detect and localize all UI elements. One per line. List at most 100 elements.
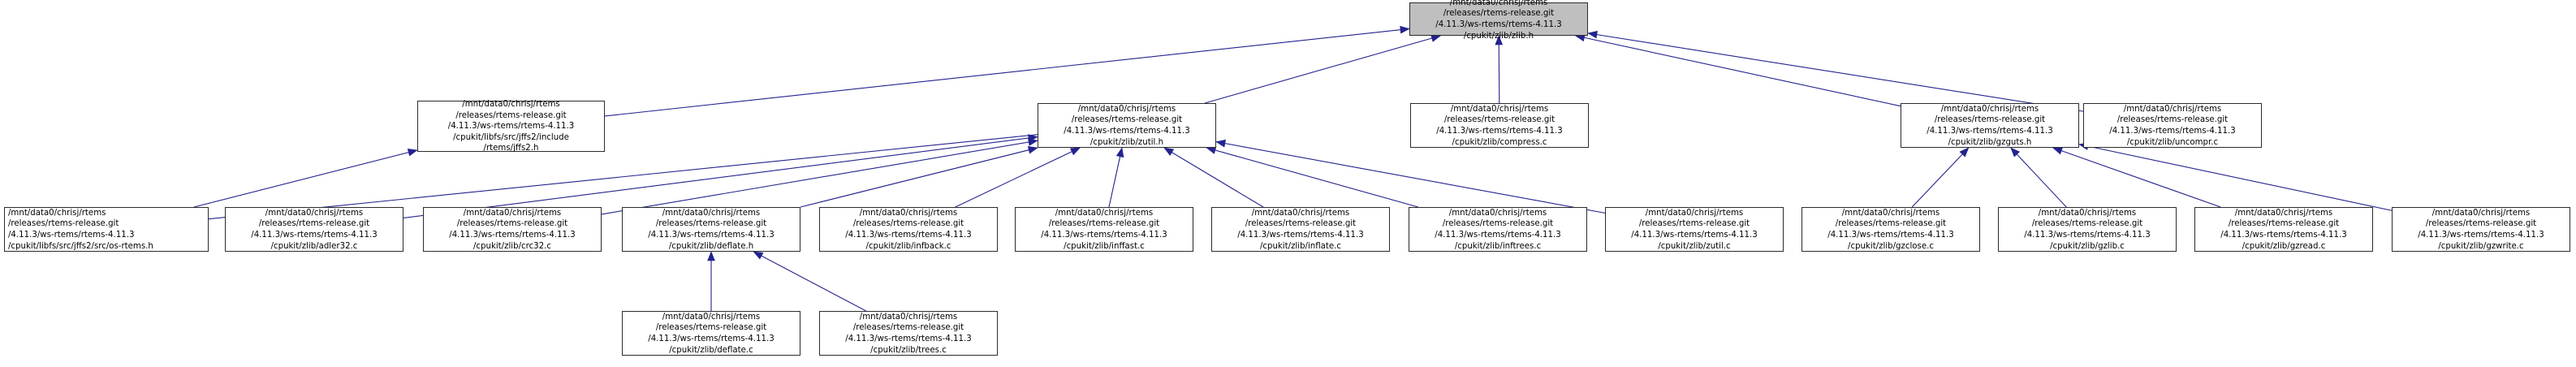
node-label-line: /4.11.3/ws-rtems/rtems-4.11.3 — [648, 335, 775, 343]
graph-edge-arrowhead — [753, 251, 764, 260]
node-label-line: /4.11.3/ws-rtems/rtems-4.11.3 — [8, 231, 135, 240]
graph-node-gzwrite-c[interactable]: /mnt/data0/chrisj/rtems/releases/rtems-r… — [2392, 207, 2570, 252]
node-label-line: /cpukit/zlib/gzlib.c — [2050, 241, 2125, 251]
node-label-line: /releases/rtems-release.git — [455, 110, 567, 120]
graph-edge-arrowhead — [1587, 30, 1598, 39]
node-label-line: /mnt/data0/chrisj/rtems — [463, 208, 562, 218]
graph-edge — [601, 140, 1038, 215]
node-label-line: /mnt/data0/chrisj/rtems — [2431, 208, 2531, 218]
node-label-line: /cpukit/zlib/uncompr.c — [2126, 137, 2219, 147]
graph-edge — [2010, 147, 2067, 208]
node-label-line: /4.11.3/ws-rtems/rtems-4.11.3 — [845, 231, 972, 240]
node-label-line: /mnt/data0/chrisj/rtems — [1450, 104, 1549, 114]
graph-edge — [1575, 35, 1901, 107]
node-label-line: /4.11.3/ws-rtems/rtems-4.11.3 — [648, 231, 775, 240]
node-label-line: /releases/rtems-release.git — [655, 323, 767, 333]
node-label-line: /cpukit/zlib/gzread.c — [2242, 241, 2326, 251]
node-label-line: /rtems/jffs2.h — [483, 144, 539, 153]
node-label-line: /mnt/data0/chrisj/rtems — [1940, 104, 2039, 114]
graph-node-gzread-c[interactable]: /mnt/data0/chrisj/rtems/releases/rtems-r… — [2194, 207, 2373, 252]
node-label-line: /releases/rtems-release.git — [852, 219, 964, 229]
graph-node-trees-c[interactable]: /mnt/data0/chrisj/rtems/releases/rtems-r… — [819, 311, 998, 356]
graph-node-adler32-c[interactable]: /mnt/data0/chrisj/rtems/releases/rtems-r… — [225, 207, 403, 252]
node-label-line: /cpukit/zlib/zutil.c — [1658, 241, 1731, 251]
graph-edge-arrowhead — [1027, 146, 1038, 154]
node-label-line: /mnt/data0/chrisj/rtems — [8, 208, 106, 218]
graph-node-zutil-h[interactable]: /mnt/data0/chrisj/rtems/releases/rtems-r… — [1038, 103, 1216, 148]
node-label-line: /cpukit/libfs/src/jffs2/include — [453, 132, 569, 142]
node-label-line: /4.11.3/ws-rtems/rtems-4.11.3 — [2024, 231, 2151, 240]
node-label-line: /4.11.3/ws-rtems/rtems-4.11.3 — [449, 231, 576, 240]
graph-node-zutil-c[interactable]: /mnt/data0/chrisj/rtems/releases/rtems-r… — [1605, 207, 1784, 252]
graph-node-gzclose-c[interactable]: /mnt/data0/chrisj/rtems/releases/rtems-r… — [1801, 207, 1980, 252]
node-label-line: /releases/rtems-release.git — [2031, 219, 2143, 229]
graph-node-crc32-c[interactable]: /mnt/data0/chrisj/rtems/releases/rtems-r… — [423, 207, 602, 252]
graph-node-inffast-c[interactable]: /mnt/data0/chrisj/rtems/releases/rtems-r… — [1015, 207, 1193, 252]
graph-node-uncompr-c[interactable]: /mnt/data0/chrisj/rtems/releases/rtems-r… — [2083, 103, 2262, 148]
node-label-line: /4.11.3/ws-rtems/rtems-4.11.3 — [1435, 20, 1562, 29]
graph-edge-arrowhead — [1163, 147, 1175, 156]
node-label-line: /releases/rtems-release.git — [258, 219, 370, 229]
node-label-line: /mnt/data0/chrisj/rtems — [1055, 208, 1154, 218]
graph-node-os-rtems-h[interactable]: /mnt/data0/chrisj/rtems/releases/rtems-r… — [4, 207, 209, 252]
node-label-line: /cpukit/zlib/compress.c — [1452, 137, 1547, 147]
node-label-line: /4.11.3/ws-rtems/rtems-4.11.3 — [1436, 127, 1563, 136]
graph-edge-arrowhead — [707, 251, 715, 261]
graph-node-jffs2-h[interactable]: /mnt/data0/chrisj/rtems/releases/rtems-r… — [417, 100, 605, 153]
node-label-line: /4.11.3/ws-rtems/rtems-4.11.3 — [2418, 231, 2544, 240]
node-label-line: /cpukit/zlib/gzguts.h — [1948, 137, 2032, 147]
node-label-line: /mnt/data0/chrisj/rtems — [662, 208, 761, 218]
graph-node-deflate-c[interactable]: /mnt/data0/chrisj/rtems/releases/rtems-r… — [622, 311, 800, 356]
graph-node-gzguts-h[interactable]: /mnt/data0/chrisj/rtems/releases/rtems-r… — [1901, 103, 2079, 148]
graph-edge — [1204, 35, 1441, 104]
node-label-line: /cpukit/libfs/src/jffs2/src/os-rtems.h — [8, 241, 153, 251]
node-label-line: /releases/rtems-release.git — [2425, 219, 2537, 229]
graph-node-zlib-h[interactable]: /mnt/data0/chrisj/rtems/releases/rtems-r… — [1409, 0, 1588, 41]
node-label-line: /cpukit/zlib/deflate.c — [669, 345, 753, 355]
node-label-line: /mnt/data0/chrisj/rtems — [1077, 104, 1176, 114]
node-label-line: /cpukit/zlib/zlib.h — [1463, 31, 1534, 41]
node-label-line: /cpukit/zlib/deflate.h — [668, 241, 754, 251]
node-label-line: /4.11.3/ws-rtems/rtems-4.11.3 — [1631, 231, 1758, 240]
graph-edge — [1911, 147, 1970, 208]
node-label-line: /mnt/data0/chrisj/rtems — [1645, 208, 1744, 218]
graph-edge-arrowhead — [1400, 25, 1410, 34]
node-label-line: /mnt/data0/chrisj/rtems — [1448, 208, 1547, 218]
graph-edge-arrowhead — [1115, 147, 1124, 158]
graph-edge — [1206, 147, 1418, 208]
node-label-line: /cpukit/zlib/inflate.c — [1259, 241, 1342, 251]
node-label-line: /mnt/data0/chrisj/rtems — [2234, 208, 2333, 218]
graph-edge — [1163, 147, 1264, 208]
graph-edge-arrowhead — [1028, 138, 1038, 146]
node-label-line: /mnt/data0/chrisj/rtems — [1841, 208, 1940, 218]
graph-edge — [955, 147, 1081, 208]
node-label-line: /cpukit/zlib/infback.c — [865, 241, 951, 251]
graph-node-compress-c[interactable]: /mnt/data0/chrisj/rtems/releases/rtems-r… — [1410, 103, 1589, 148]
graph-node-deflate-h[interactable]: /mnt/data0/chrisj/rtems/releases/rtems-r… — [622, 207, 800, 252]
graph-edge-arrowhead — [1028, 134, 1038, 142]
graph-node-gzlib-c[interactable]: /mnt/data0/chrisj/rtems/releases/rtems-r… — [1998, 207, 2177, 252]
graph-edge — [800, 147, 1038, 208]
node-label-line: /4.11.3/ws-rtems/rtems-4.11.3 — [1064, 127, 1190, 136]
node-label-line: /mnt/data0/chrisj/rtems — [859, 208, 958, 218]
node-label-line: /cpukit/zlib/gzwrite.c — [2438, 241, 2524, 251]
node-label-line: /4.11.3/ws-rtems/rtems-4.11.3 — [251, 231, 378, 240]
graph-node-infback-c[interactable]: /mnt/data0/chrisj/rtems/releases/rtems-r… — [819, 207, 998, 252]
node-label-line: /releases/rtems-release.git — [1048, 219, 1160, 229]
node-label-line: /cpukit/zlib/inftrees.c — [1454, 241, 1542, 251]
node-label-line: /cpukit/zlib/crc32.c — [473, 241, 551, 251]
graph-edge-arrowhead — [2052, 147, 2064, 155]
node-label-line: /releases/rtems-release.git — [1638, 219, 1750, 229]
graph-node-inflate-c[interactable]: /mnt/data0/chrisj/rtems/releases/rtems-r… — [1211, 207, 1390, 252]
node-label-line: /4.11.3/ws-rtems/rtems-4.11.3 — [2220, 231, 2347, 240]
node-label-line: /releases/rtems-release.git — [8, 219, 119, 229]
node-label-line: /releases/rtems-release.git — [1443, 115, 1556, 125]
node-label-line: /cpukit/zlib/gzclose.c — [1848, 241, 1934, 251]
node-label-line: /releases/rtems-release.git — [1442, 219, 1554, 229]
graph-edge-arrowhead — [1215, 139, 1226, 148]
graph-node-inftrees-c[interactable]: /mnt/data0/chrisj/rtems/releases/rtems-r… — [1409, 207, 1587, 252]
node-label-line: /mnt/data0/chrisj/rtems — [462, 100, 560, 110]
graph-edge — [604, 28, 1410, 117]
graph-edge-arrowhead — [1206, 146, 1217, 154]
node-label-line: /mnt/data0/chrisj/rtems — [265, 208, 364, 218]
